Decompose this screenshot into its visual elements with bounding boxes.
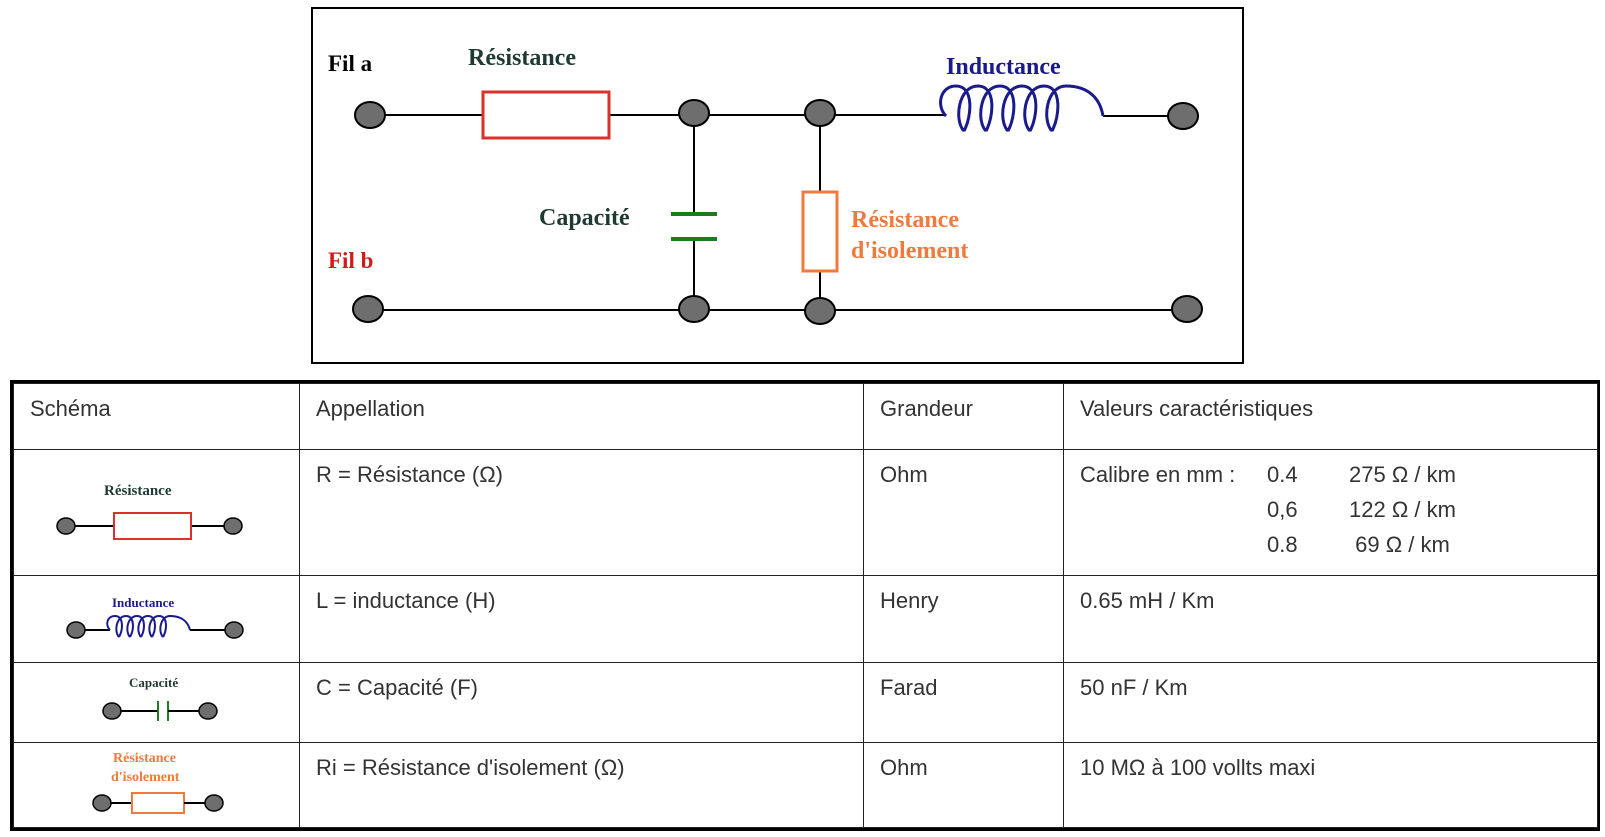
- label-fil-b: Fil b: [328, 248, 373, 273]
- schema-cell-inductance: Inductance: [13, 575, 300, 663]
- node-fil-a-end: [1167, 102, 1199, 130]
- label-fil-a: Fil a: [328, 51, 373, 76]
- schema-cell-capacite: Capacité: [13, 662, 300, 743]
- calibre-value-3: 69 Ω / km: [1349, 532, 1450, 557]
- insulation-resistor-icon: Résistance d'isolement: [92, 751, 224, 814]
- node-iso-bottom: [804, 297, 836, 325]
- label-resistance-isolement-2: d'isolement: [851, 238, 968, 264]
- table-header-row: Schéma Appellation Grandeur Valeurs cara…: [13, 383, 1598, 450]
- valeurs-inductance: 0.65 mH / Km: [1063, 575, 1598, 663]
- calibre-value-1: 275 Ω / km: [1349, 462, 1456, 487]
- inductance-icon: Inductance: [66, 595, 244, 639]
- calibre-label: Calibre en mm :: [1080, 462, 1236, 487]
- inductor-symbol: [939, 84, 1105, 133]
- grandeur-capacite: Farad: [863, 662, 1064, 743]
- appellation-resistance: R = Résistance (Ω): [299, 449, 864, 576]
- schema-cell-resistance: Résistance: [13, 449, 300, 576]
- header-valeurs: Valeurs caractéristiques: [1063, 383, 1598, 450]
- label-capacite: Capacité: [539, 205, 630, 231]
- valeurs-resistance: Calibre en mm : 0.4 275 Ω / km 0,6 122 Ω…: [1063, 449, 1598, 576]
- circuit-diagram-svg: Fil a Fil b Résistance Inductance Capaci…: [328, 45, 1203, 325]
- insulation-resistor-symbol: [801, 190, 839, 273]
- header-grandeur: Grandeur: [863, 383, 1064, 450]
- node-fil-b-start: [352, 295, 384, 323]
- label-inductance: Inductance: [946, 54, 1061, 80]
- calibre-mm-2: 0,6: [1267, 497, 1298, 522]
- resistance-icon: Résistance: [56, 483, 243, 540]
- schema-label-resistance: Résistance: [104, 483, 172, 499]
- schema-cell-isolement: Résistance d'isolement: [13, 742, 300, 828]
- capacitor-icon: Capacité: [102, 675, 218, 721]
- label-resistance-isolement-1: Résistance: [851, 207, 959, 233]
- calibre-mm-3: 0.8: [1267, 532, 1298, 557]
- label-resistance: Résistance: [468, 45, 576, 71]
- node-fil-a-start: [354, 101, 386, 129]
- schema-label-capacite: Capacité: [129, 675, 178, 690]
- node-fil-b-end: [1171, 295, 1203, 323]
- header-appellation: Appellation: [299, 383, 864, 450]
- appellation-capacite: C = Capacité (F): [299, 662, 864, 743]
- schema-label-inductance: Inductance: [112, 595, 174, 610]
- valeurs-capacite: 50 nF / Km: [1063, 662, 1598, 743]
- grandeur-isolement: Ohm: [863, 742, 1064, 828]
- valeurs-isolement: 10 MΩ à 100 vollts maxi: [1063, 742, 1598, 828]
- table-row: Résistance R = Résistance (Ω) Ohm Calibr…: [13, 449, 1598, 576]
- schema-label-isolement-2: d'isolement: [111, 770, 180, 785]
- table-row: Capacité C = Capacité (F) Farad 50 nF / …: [13, 662, 1598, 743]
- grandeur-inductance: Henry: [863, 575, 1064, 663]
- node-iso-top: [804, 99, 836, 127]
- appellation-inductance: L = inductance (H): [299, 575, 864, 663]
- header-schema: Schéma: [13, 383, 300, 450]
- appellation-isolement: Ri = Résistance d'isolement (Ω): [299, 742, 864, 828]
- resistor-symbol: [481, 90, 611, 140]
- components-table: Schéma Appellation Grandeur Valeurs cara…: [10, 380, 1600, 831]
- components-table-grid: Schéma Appellation Grandeur Valeurs cara…: [13, 383, 1598, 828]
- schema-label-isolement-1: Résistance: [113, 751, 176, 766]
- table-row: Inductance L = inductance (H) Henry 0.65…: [13, 575, 1598, 663]
- grandeur-resistance: Ohm: [863, 449, 1064, 576]
- calibre-grid: Calibre en mm : 0.4 275 Ω / km 0,6 122 Ω…: [1080, 462, 1581, 558]
- calibre-mm-1: 0.4: [1267, 462, 1298, 487]
- node-cap-bottom: [678, 295, 710, 323]
- circuit-diagram: Fil a Fil b Résistance Inductance Capaci…: [311, 7, 1244, 364]
- node-cap-top: [678, 99, 710, 127]
- calibre-value-2: 122 Ω / km: [1349, 497, 1456, 522]
- table-row: Résistance d'isolement Ri = Résistance d…: [13, 742, 1598, 828]
